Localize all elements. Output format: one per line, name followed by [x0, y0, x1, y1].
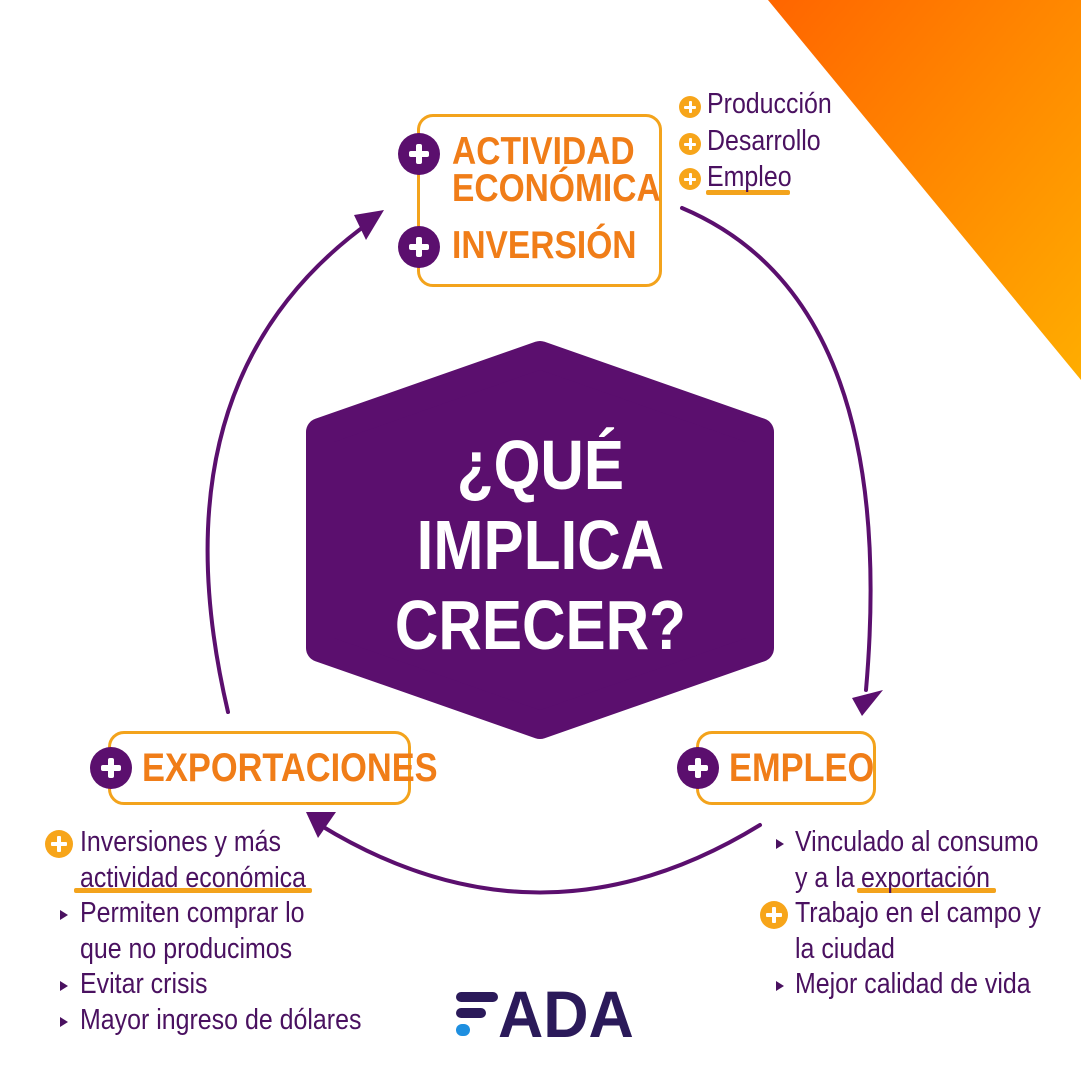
right-list-item1-line1: Vinculado al consumo — [795, 826, 1039, 858]
left-list-item2: Evitar crisis — [80, 968, 208, 1000]
top-list-item: Producción — [707, 88, 832, 120]
plus-circle-icon — [677, 747, 719, 789]
plus-circle-icon — [760, 901, 788, 929]
left-list-item3: Mayor ingreso de dólares — [80, 1004, 362, 1036]
left-box — [108, 731, 411, 805]
arrow-head-icon — [852, 690, 883, 716]
center-title-line2: IMPLICA — [416, 506, 665, 584]
plus-circle-icon — [398, 226, 440, 268]
top-list-item: Desarrollo — [707, 125, 821, 157]
plus-circle-icon — [679, 168, 701, 190]
right-list-plus-line2: la ciudad — [795, 933, 895, 965]
plus-circle-icon — [679, 96, 701, 118]
fada-logo: ADA — [452, 977, 652, 1051]
underline-highlight — [706, 190, 790, 195]
arrow-top-to-right — [680, 206, 873, 692]
center-hexagon — [306, 341, 774, 739]
right-list-item1-line2a: y a la — [795, 862, 855, 894]
left-list-item1-line1: Permiten comprar lo — [80, 897, 305, 929]
top-box-title-line2: ECONÓMICA — [452, 167, 661, 210]
triangle-bullet-icon — [776, 839, 784, 849]
logo-text: ADA — [498, 977, 634, 1051]
plus-circle-icon — [45, 830, 73, 858]
top-list-item: Empleo — [707, 161, 792, 193]
arrow-left-to-top — [205, 220, 372, 714]
underline-highlight — [857, 888, 996, 893]
left-list-plus-line2: actividad económica — [80, 862, 306, 894]
right-list-item1-line2b: exportación — [861, 862, 990, 894]
triangle-bullet-icon — [776, 981, 784, 991]
triangle-bullet-icon — [60, 910, 68, 920]
top-box-title-line1: ACTIVIDAD — [452, 130, 635, 173]
top-box — [417, 114, 662, 287]
corner-triangle — [768, 0, 1081, 380]
left-list-plus-line1: Inversiones y más — [80, 826, 281, 858]
right-box — [696, 731, 876, 805]
triangle-bullet-icon — [60, 981, 68, 991]
center-title-line3: CRECER? — [394, 586, 686, 664]
left-box-title: EXPORTACIONES — [142, 746, 438, 790]
logo-f-mark — [456, 992, 498, 1036]
right-list-plus-line1: Trabajo en el campo y — [795, 897, 1041, 929]
left-list-item1-line2: que no producimos — [80, 933, 293, 965]
triangle-bullet-icon — [60, 1017, 68, 1027]
top-box-title-line3: INVERSIÓN — [452, 224, 637, 267]
right-box-title: EMPLEO — [729, 746, 875, 790]
plus-circle-icon — [90, 747, 132, 789]
underline-highlight — [74, 888, 312, 893]
plus-circle-icon — [679, 133, 701, 155]
center-title-line1: ¿QUÉ — [456, 426, 625, 504]
arrow-head-icon — [306, 812, 336, 838]
arrow-head-icon — [354, 210, 384, 240]
right-list-item2: Mejor calidad de vida — [795, 968, 1031, 1000]
arrow-right-to-left — [318, 823, 762, 895]
plus-circle-icon — [398, 133, 440, 175]
